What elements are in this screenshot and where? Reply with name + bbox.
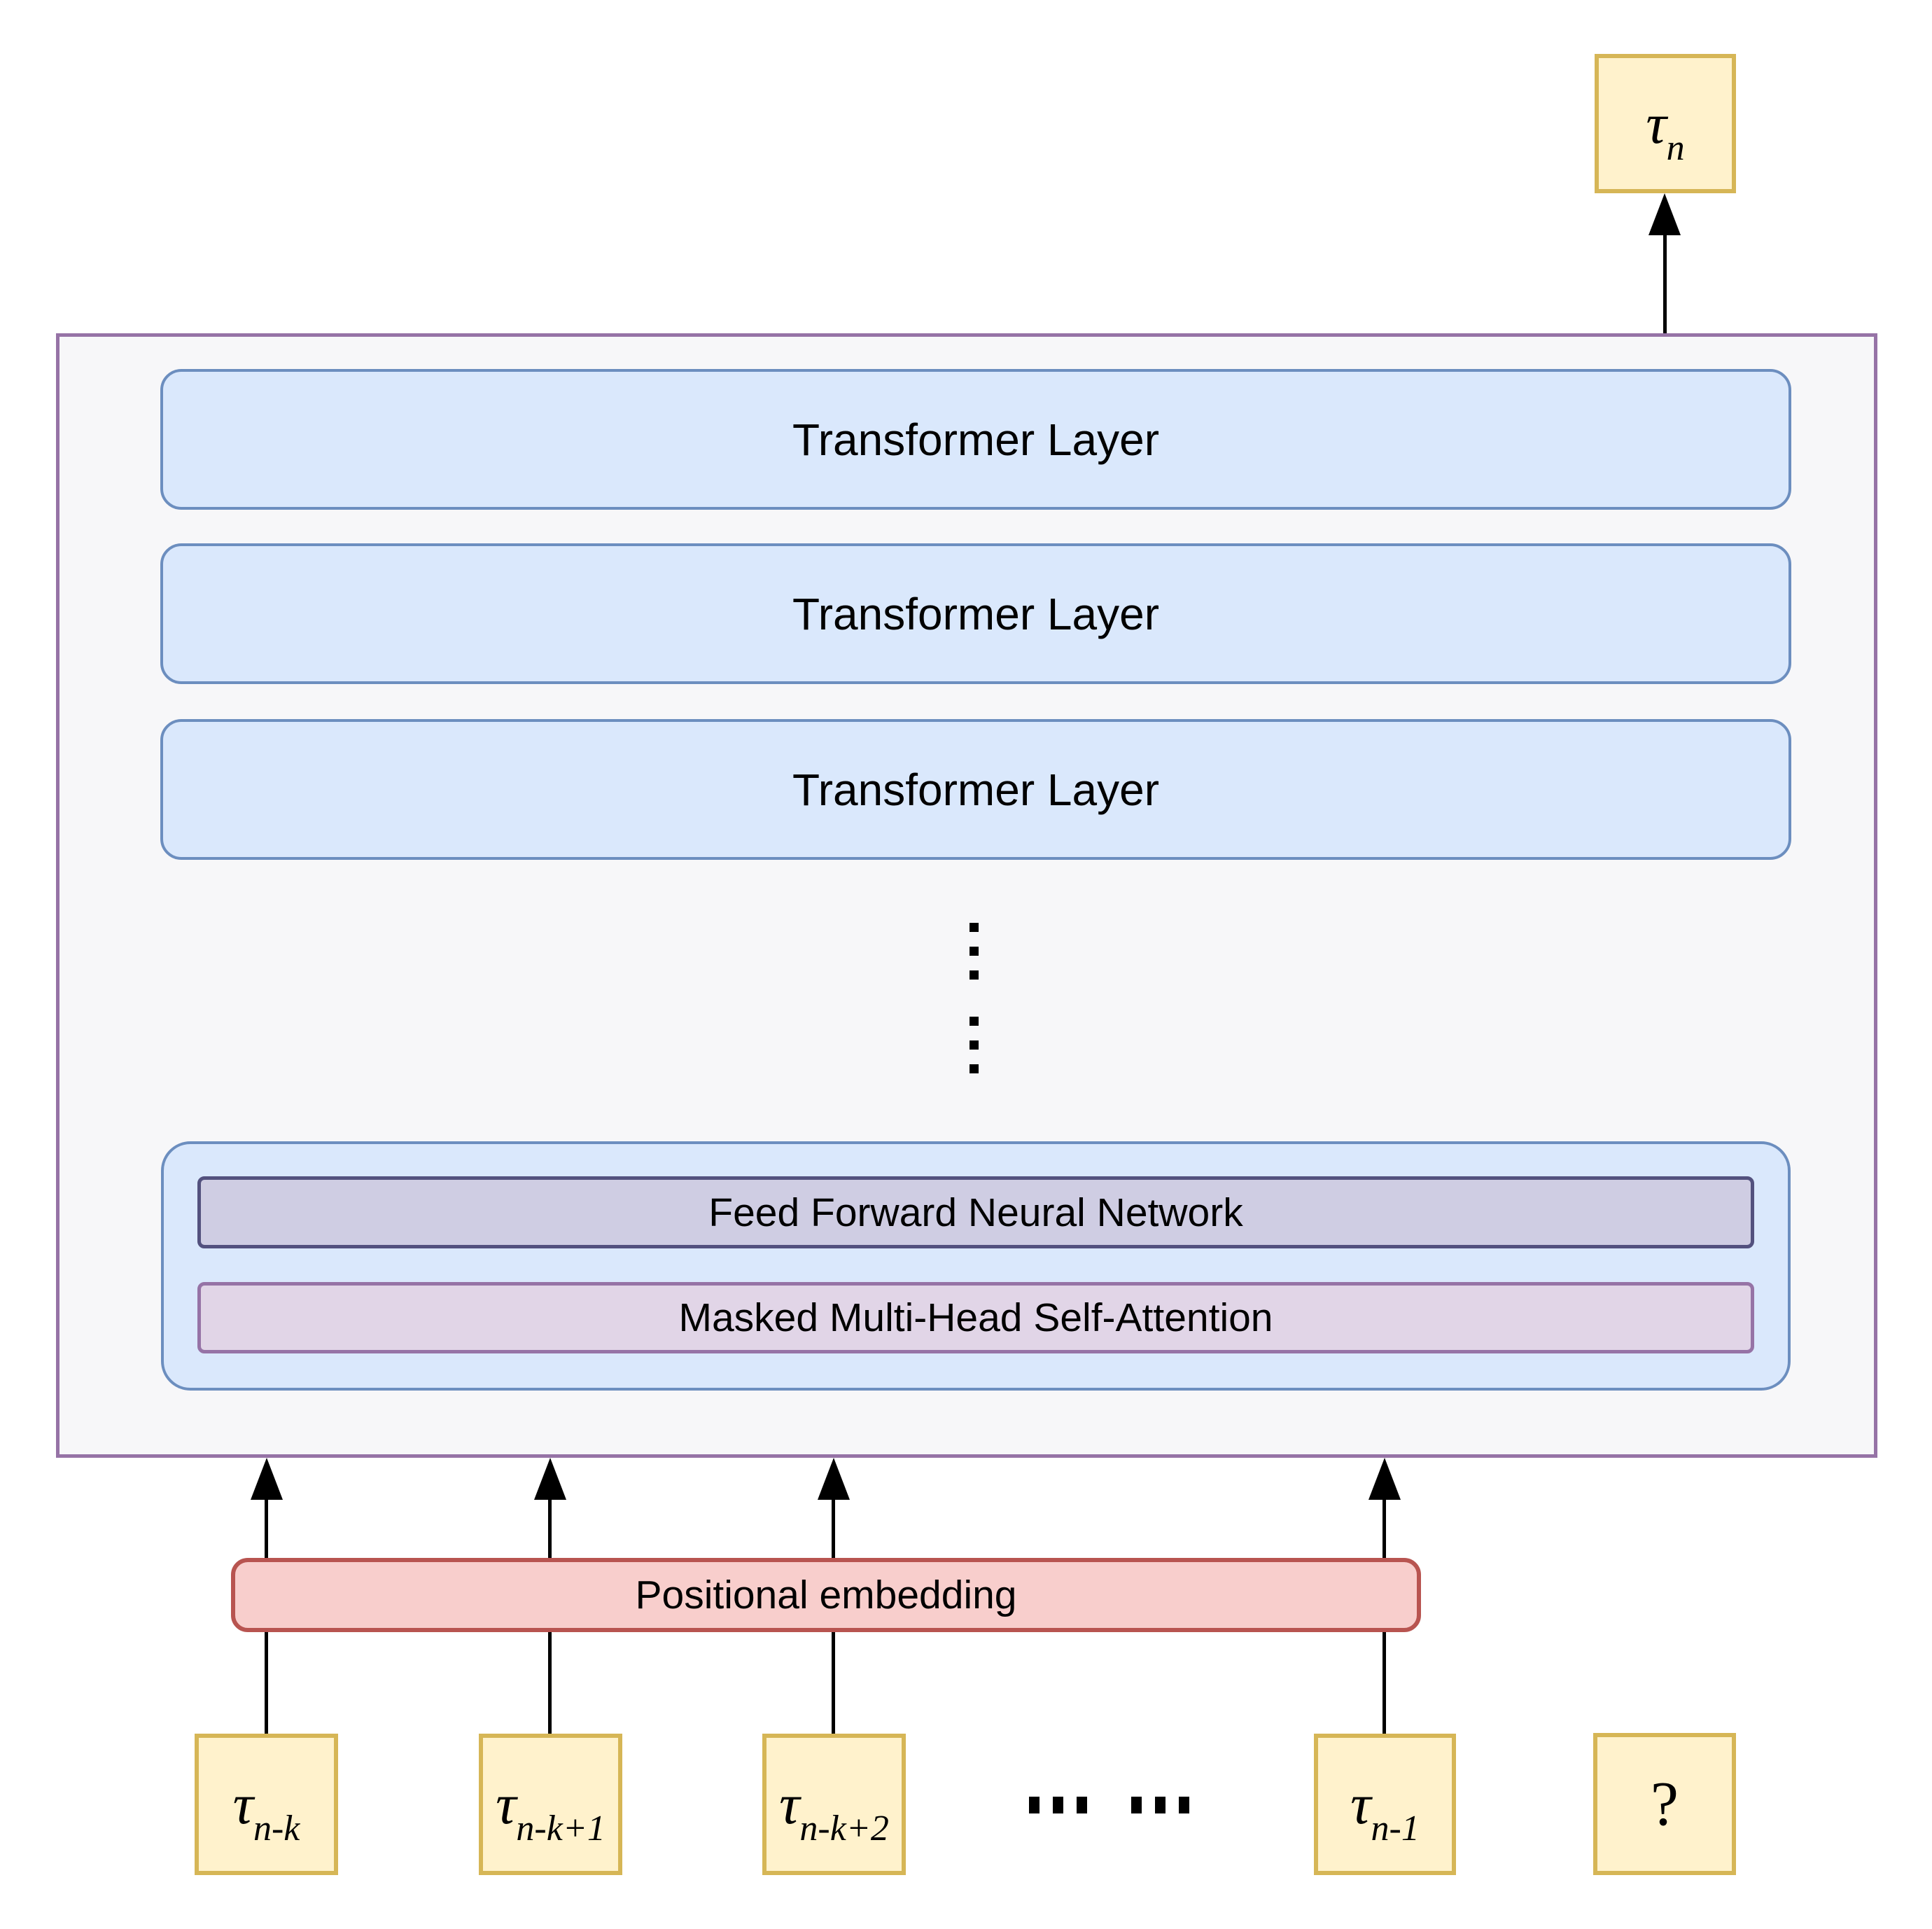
input-token-subscript-2: n-k+1 [516,1809,606,1848]
vertical-ellipsis-dot [969,970,979,980]
input-token-subscript-1: n-k [253,1809,300,1848]
transformer-layer-label-3: Transformer Layer [792,764,1159,815]
horizontal-ellipsis-dot [1155,1797,1166,1813]
vertical-ellipsis-dot [969,947,979,956]
horizontal-ellipsis-dot [1077,1797,1087,1813]
output-token-base: τ [1646,91,1667,155]
input-token-label-2: τn-k+1 [496,1776,606,1847]
vertical-ellipsis-dot [969,1040,979,1050]
input-token-base-4: τ [1350,1772,1371,1836]
masked-attention-label: Masked Multi-Head Self-Attention [678,1295,1273,1340]
input-arrow-head-icon-1 [251,1458,283,1500]
transformer-layer-box-1: Transformer Layer [160,369,1791,510]
unknown-token-box: ? [1593,1733,1736,1875]
unknown-token-label: ? [1651,1769,1679,1839]
positional-embedding-label: Positional embedding [635,1573,1017,1617]
feed-forward-box: Feed Forward Neural Network [197,1176,1754,1248]
input-token-base-1: τ [232,1772,253,1836]
horizontal-ellipsis-dot [1053,1797,1063,1813]
input-token-box-4: τn-1 [1314,1734,1456,1875]
input-token-label-1: τn-k [233,1776,300,1847]
vertical-ellipsis-dot [969,1017,979,1026]
output-arrow-head-icon [1648,193,1681,235]
output-token-subscript: n [1666,127,1685,168]
output-token-box: τn [1595,54,1736,193]
masked-attention-box: Masked Multi-Head Self-Attention [197,1282,1754,1353]
input-token-box-2: τn-k+1 [479,1734,622,1875]
transformer-layer-label-2: Transformer Layer [792,588,1159,639]
input-arrow-head-icon-3 [818,1458,850,1500]
input-token-box-3: τn-k+2 [762,1734,906,1875]
input-token-base-3: τ [779,1772,800,1836]
transformer-layer-box-2: Transformer Layer [160,543,1791,684]
input-token-label-3: τn-k+2 [779,1776,889,1847]
horizontal-ellipsis-dot [1131,1797,1142,1813]
input-token-base-2: τ [496,1772,517,1836]
vertical-ellipsis-dot [969,923,979,932]
input-token-label-4: τn-1 [1350,1776,1420,1847]
transformer-layer-label-1: Transformer Layer [792,414,1159,465]
feed-forward-label: Feed Forward Neural Network [708,1190,1243,1235]
output-token-label: τn [1646,91,1684,166]
input-token-subscript-4: n-1 [1371,1809,1420,1848]
horizontal-ellipsis-dot [1179,1797,1189,1813]
input-token-box-1: τn-k [195,1734,338,1875]
vertical-ellipsis-dot [969,1064,979,1073]
input-arrow-head-icon-2 [534,1458,566,1500]
input-arrow-head-icon-4 [1368,1458,1401,1500]
horizontal-ellipsis-dot [1029,1797,1040,1813]
input-token-subscript-3: n-k+2 [799,1809,889,1848]
positional-embedding-bar: Positional embedding [231,1558,1421,1632]
output-arrow-line [1663,231,1667,333]
transformer-layer-box-3: Transformer Layer [160,719,1791,860]
